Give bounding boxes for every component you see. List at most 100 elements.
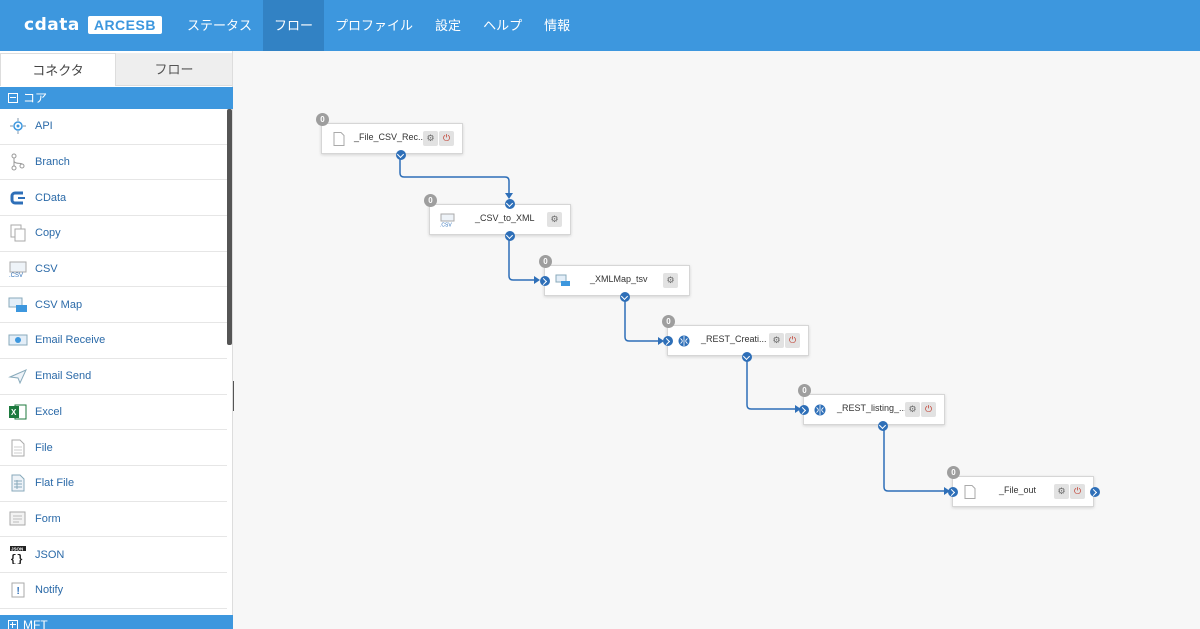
xml-map-icon — [555, 274, 570, 286]
branch-icon — [8, 153, 28, 171]
excel-icon: X — [8, 403, 28, 421]
flow-canvas[interactable]: 0 _File_CSV_Rec... ⚙ ⏻ 0 .CSV _CSV_to_XM… — [234, 51, 1200, 629]
tab-flows[interactable]: フロー — [116, 53, 232, 86]
flow-node[interactable]: 0 .CSV _CSV_to_XML ⚙ — [424, 194, 571, 241]
tab-connectors[interactable]: コネクタ — [0, 53, 116, 86]
flow-connections — [399, 158, 950, 495]
node-input-port[interactable] — [948, 487, 958, 497]
node-output-port[interactable] — [1090, 487, 1100, 497]
nav-item-flow[interactable]: フロー — [263, 0, 325, 51]
connector-item-csv-map[interactable]: CSV Map — [0, 287, 227, 324]
connector-label: Copy — [35, 227, 61, 240]
connector-item-form[interactable]: Form — [0, 502, 227, 538]
connector-item-copy[interactable]: Copy — [0, 216, 227, 252]
form-icon — [8, 510, 28, 528]
node-settings-button[interactable]: ⚙ — [423, 131, 438, 146]
svg-text:X: X — [11, 408, 17, 417]
connection-line — [624, 299, 660, 342]
connector-item-branch[interactable]: Branch — [0, 145, 227, 181]
connector-label: API — [35, 120, 53, 133]
connector-label: JSON — [35, 548, 65, 561]
node-name: _REST_Creati... — [701, 334, 767, 344]
connector-item-json[interactable]: JSON{} JSON — [0, 537, 227, 573]
flow-node[interactable]: 0 _REST_listing_... ⚙ ⏻ — [798, 384, 945, 431]
flat-file-icon — [8, 474, 28, 492]
connector-item-email-send[interactable]: Email Send — [0, 359, 227, 395]
csv-map-icon — [8, 296, 28, 314]
flow-node[interactable]: 0 _File_CSV_Rec... ⚙ ⏻ — [316, 113, 463, 160]
node-settings-button[interactable]: ⚙ — [1054, 484, 1069, 499]
csv-icon: .CSV — [440, 213, 455, 228]
panel-tabs: コネクタ フロー — [0, 53, 233, 86]
svg-text:JSON: JSON — [11, 546, 23, 551]
connector-item-email-receive[interactable]: Email Receive — [0, 323, 227, 359]
nav-item-help[interactable]: ヘルプ — [483, 18, 523, 33]
email-receive-icon — [8, 331, 28, 349]
nav-item-settings[interactable]: 設定 — [435, 18, 462, 33]
flow-node[interactable]: 0 _REST_Creati... ⚙ ⏻ — [662, 315, 809, 362]
connector-item-flat-file[interactable]: Flat File — [0, 466, 227, 502]
file-icon — [8, 439, 28, 457]
connector-item-excel[interactable]: X Excel — [0, 395, 227, 431]
node-output-port[interactable] — [505, 231, 515, 241]
connector-label: Email Receive — [35, 334, 106, 347]
node-output-port[interactable] — [878, 421, 888, 431]
connector-panel: コネクタ フロー コア API Branch CData — [0, 51, 233, 629]
connection-line — [883, 429, 946, 492]
connector-item-csv[interactable]: .CSV CSV — [0, 252, 227, 288]
node-stop-button[interactable]: ⏻ — [785, 333, 800, 348]
connector-label: Excel — [35, 405, 62, 418]
expand-icon — [8, 620, 18, 629]
file-icon — [964, 485, 976, 499]
connector-label: Email Send — [35, 370, 92, 383]
flow-node[interactable]: 0 _File_out ⚙ ⏻ — [947, 466, 1100, 507]
nav-item-status[interactable]: ステータス — [187, 18, 253, 33]
connector-list-scrollbar[interactable] — [227, 109, 232, 345]
node-settings-button[interactable]: ⚙ — [663, 273, 678, 288]
node-name: _XMLMap_tsv — [590, 274, 648, 284]
node-stop-button[interactable]: ⏻ — [921, 402, 936, 417]
section-header-mft[interactable]: MFT — [0, 615, 233, 629]
connector-item-api[interactable]: API — [0, 109, 227, 145]
node-settings-button[interactable]: ⚙ — [905, 402, 920, 417]
connection-line — [399, 158, 510, 196]
node-settings-button[interactable]: ⚙ — [769, 333, 784, 348]
section-core-label: コア — [23, 91, 48, 105]
svg-text:.CSV: .CSV — [440, 223, 452, 228]
node-name: _File_out — [999, 485, 1037, 495]
nav-item-profile[interactable]: プロファイル — [335, 18, 414, 33]
flow-node[interactable]: 0 _XMLMap_tsv ⚙ — [539, 255, 690, 302]
logo-cdata-text: cdata — [24, 15, 80, 35]
node-output-port[interactable] — [742, 352, 752, 362]
logo-arcesb-badge: ARCESB — [87, 16, 162, 34]
json-icon: JSON{} — [8, 545, 28, 566]
notify-icon: ! — [8, 581, 28, 599]
connector-item-cdata[interactable]: CData — [0, 180, 227, 217]
node-input-port[interactable] — [505, 199, 515, 209]
connector-label: Form — [35, 512, 61, 525]
copy-icon — [8, 224, 28, 242]
node-input-port[interactable] — [540, 276, 550, 286]
cdata-icon — [8, 189, 28, 207]
app-logo[interactable]: cdata ARCESB — [24, 14, 162, 36]
connector-label: Flat File — [35, 477, 75, 490]
nav-item-info[interactable]: 情報 — [544, 18, 571, 33]
connector-label: Branch — [35, 156, 70, 169]
rest-icon — [814, 404, 826, 416]
node-settings-button[interactable]: ⚙ — [547, 212, 562, 227]
section-header-core[interactable]: コア — [0, 87, 233, 109]
node-output-port[interactable] — [620, 292, 630, 302]
section-mft-label: MFT — [23, 618, 48, 629]
node-message-count-badge: 0 — [947, 466, 960, 479]
node-output-port[interactable] — [396, 150, 406, 160]
node-message-count-badge: 0 — [662, 315, 675, 328]
connector-item-notify[interactable]: ! Notify — [0, 573, 227, 609]
node-name: _File_CSV_Rec... — [354, 132, 426, 142]
connector-label: CSV — [35, 263, 58, 276]
node-input-port[interactable] — [663, 336, 673, 346]
node-stop-button[interactable]: ⏻ — [1070, 484, 1085, 499]
node-input-port[interactable] — [799, 405, 809, 415]
node-stop-button[interactable]: ⏻ — [439, 131, 454, 146]
csv-icon: .CSV — [8, 260, 28, 279]
connector-item-file[interactable]: File — [0, 430, 227, 466]
